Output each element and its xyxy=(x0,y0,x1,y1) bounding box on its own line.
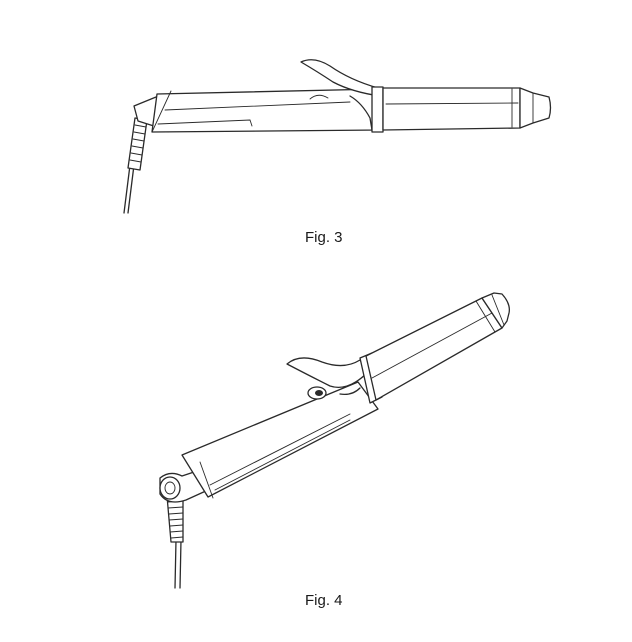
fig4-handle xyxy=(181,381,379,498)
fig4-barrel xyxy=(365,297,503,401)
fig3-collar xyxy=(371,86,384,133)
fig3-barrel-tip xyxy=(519,87,552,129)
fig4-strain-relief xyxy=(166,495,184,543)
fig3-power-cord xyxy=(123,164,135,214)
fig-3-caption: Fig. 3 xyxy=(305,229,343,246)
fig4-power-cord xyxy=(174,539,182,589)
fig-4-curling-iron-perspective-view xyxy=(159,292,510,589)
fig-4-caption: Fig. 4 xyxy=(305,592,343,609)
fig-3-curling-iron-side-view xyxy=(123,59,552,214)
fig4-barrel-tip xyxy=(481,292,510,329)
fig3-button xyxy=(309,94,329,100)
fig4-power-button xyxy=(307,386,327,400)
